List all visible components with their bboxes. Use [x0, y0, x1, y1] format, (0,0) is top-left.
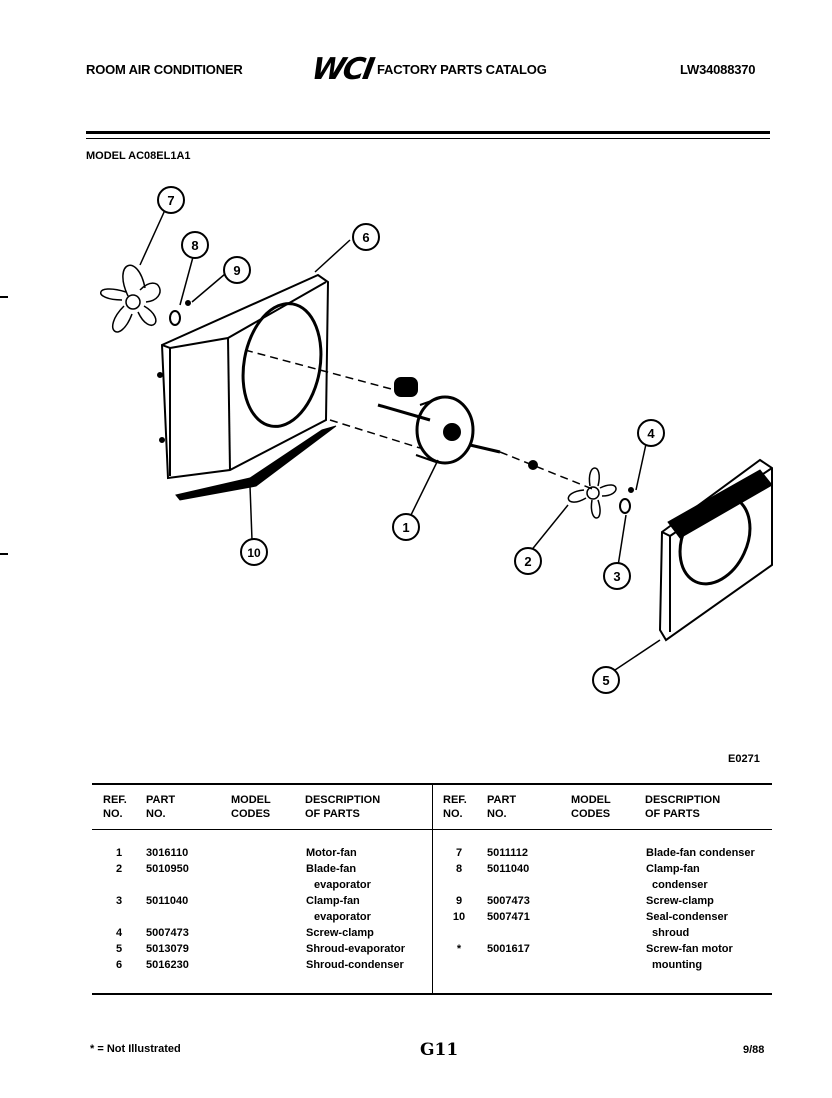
- ref-number: 9: [455, 895, 463, 907]
- seal-drawing: [175, 425, 337, 501]
- svg-text:2: 2: [524, 554, 531, 569]
- part-number: 5011040: [487, 863, 530, 875]
- callout-4: 4: [637, 419, 665, 447]
- svg-text:6: 6: [362, 230, 369, 245]
- part-description: Clamp-fan: [306, 895, 360, 907]
- ref-number: *: [456, 943, 462, 955]
- ref-number: 10: [452, 911, 466, 923]
- footnote: * = Not Illustrated: [90, 1043, 181, 1055]
- part-description: Shroud-condenser: [306, 959, 404, 971]
- part-number: 5007473: [146, 927, 189, 939]
- callout-5: 5: [592, 666, 620, 694]
- part-description: Screw-fan motor: [646, 943, 733, 955]
- callout-3: 3: [603, 562, 631, 590]
- callout-6: 6: [352, 223, 380, 251]
- screw-drawing: [185, 300, 191, 306]
- part-description: condenser: [652, 879, 708, 891]
- part-description: Seal-condenser: [646, 911, 728, 923]
- margin-mark: [0, 553, 8, 555]
- ref-number: 3: [115, 895, 123, 907]
- callout-8: 8: [181, 231, 209, 259]
- header-ref: REF.NO.: [103, 794, 127, 820]
- header-rule-thin: [86, 138, 770, 139]
- catalog-category: ROOM AIR CONDITIONER: [86, 62, 243, 77]
- part-number: 5001617: [487, 943, 530, 955]
- svg-text:7: 7: [167, 193, 174, 208]
- svg-text:9: 9: [233, 263, 240, 278]
- part-number: 5010950: [146, 863, 189, 875]
- part-description: mounting: [652, 959, 703, 971]
- motor-drawing: [377, 377, 501, 465]
- ref-number: 6: [115, 959, 123, 971]
- model-number: MODEL AC08EL1A1: [86, 150, 191, 162]
- ref-number: 4: [115, 927, 123, 939]
- callout-2: 2: [514, 547, 542, 575]
- exploded-parts-diagram: 7 8 9 6 1 10 2 3 4 5: [100, 186, 773, 694]
- margin-mark: [0, 296, 8, 298]
- part-number: 3016110: [146, 847, 189, 859]
- catalog-title: FACTORY PARTS CATALOG: [377, 62, 547, 77]
- ref-number: 2: [115, 863, 123, 875]
- part-description: shroud: [652, 927, 690, 939]
- nut-drawing: [528, 460, 538, 470]
- part-number: 5011112: [487, 847, 529, 859]
- part-number: 5011040: [146, 895, 189, 907]
- ref-number: 1: [115, 847, 123, 859]
- part-description: Clamp-fan: [646, 863, 700, 875]
- svg-text:8: 8: [191, 238, 198, 253]
- callout-7: 7: [157, 186, 185, 214]
- table-divider: [432, 783, 433, 995]
- callout-10: 10: [240, 538, 268, 566]
- ref-number: 8: [455, 863, 463, 875]
- part-number: 5013079: [146, 943, 189, 955]
- part-number: 5007473: [487, 895, 530, 907]
- svg-text:1: 1: [402, 520, 409, 535]
- part-number: 5007471: [487, 911, 530, 923]
- part-number: 5016230: [146, 959, 189, 971]
- part-description: Shroud-evaporator: [306, 943, 406, 955]
- part-description: Screw-clamp: [646, 895, 714, 907]
- evaporator-fan-blade-drawing: [567, 467, 617, 519]
- revision-date: 9/88: [743, 1044, 765, 1056]
- condenser-fan-blade-drawing: [100, 264, 161, 333]
- ref-number: 5: [115, 943, 123, 955]
- svg-text:10: 10: [247, 546, 261, 560]
- evaporator-shroud-drawing: [658, 458, 773, 642]
- page-number: G11: [420, 1040, 459, 1060]
- evaporator-clamp-drawing: [619, 498, 631, 514]
- catalog-number: LW34088370: [680, 62, 756, 77]
- part-description: Screw-clamp: [306, 927, 374, 939]
- callout-1: 1: [392, 513, 420, 541]
- part-description: Motor-fan: [306, 847, 357, 859]
- callout-markers: 7 8 9 6 1 10 2 3 4 5: [157, 186, 665, 694]
- part-description: Blade-fan condenser: [646, 847, 755, 859]
- svg-text:3: 3: [613, 569, 620, 584]
- header-ref-right: REF.NO.: [443, 794, 467, 820]
- header-rule: [86, 131, 770, 134]
- part-description: evaporator: [314, 879, 371, 891]
- diagram-code: E0271: [728, 753, 760, 765]
- condenser-shroud-drawing: [157, 273, 330, 480]
- ref-number: 7: [455, 847, 463, 859]
- callout-9: 9: [223, 256, 251, 284]
- wci-logo: WCI: [308, 52, 376, 87]
- svg-text:5: 5: [602, 673, 609, 688]
- part-description: evaporator: [314, 911, 371, 923]
- part-description: Blade-fan: [306, 863, 357, 875]
- svg-text:4: 4: [647, 426, 655, 441]
- clamp-drawing: [169, 310, 181, 326]
